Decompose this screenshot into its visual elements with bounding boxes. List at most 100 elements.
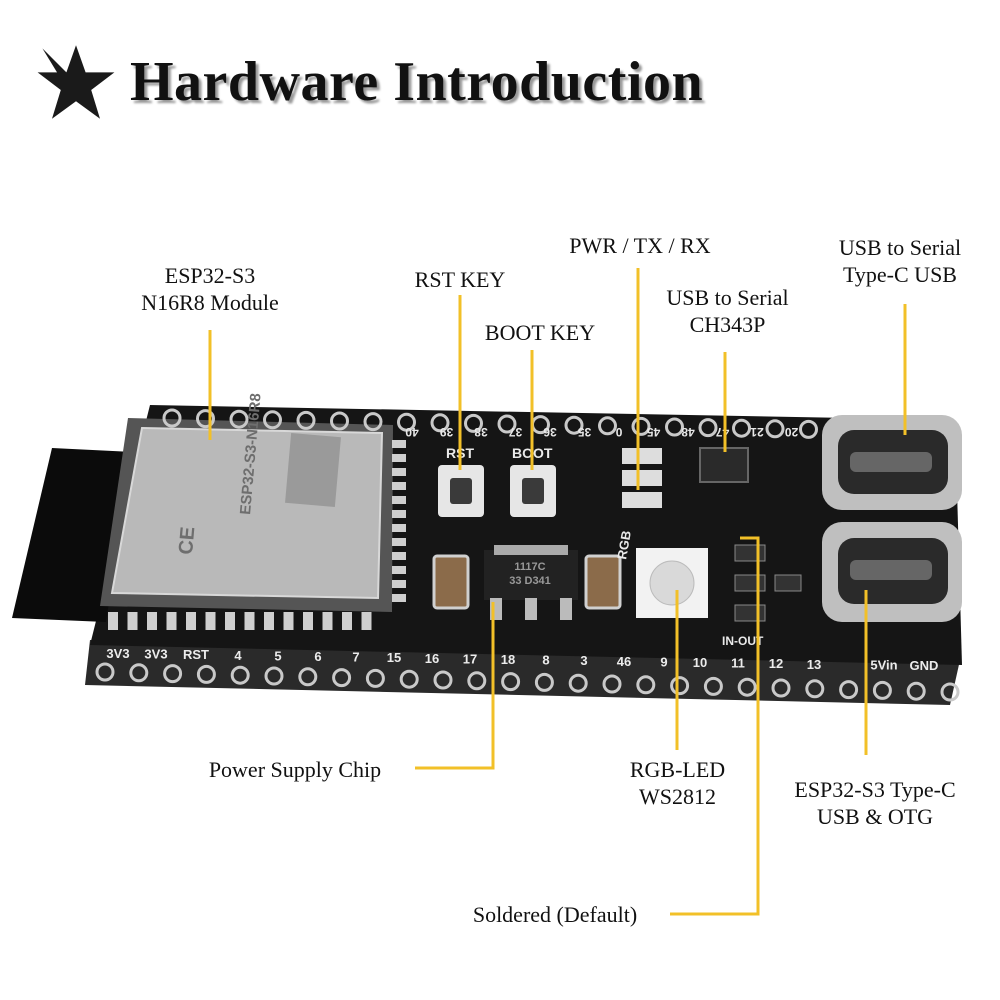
- top-pin-label: 47: [716, 425, 730, 439]
- top-pin-label: 48: [681, 425, 695, 439]
- header-pad: [670, 676, 690, 696]
- esp32-module: ESP32-S3-N16R8 CE: [100, 393, 393, 612]
- header-pad: [365, 668, 385, 688]
- module-pin: [392, 454, 406, 462]
- module-pin: [342, 612, 352, 630]
- top-pin-label: 38: [474, 425, 488, 439]
- header-pad: [940, 682, 960, 702]
- header-pad: [196, 409, 215, 429]
- label-soldered: Soldered (Default): [472, 902, 638, 927]
- module-pin: [225, 612, 235, 630]
- header-pad: [399, 669, 419, 689]
- bottom-pin-label: 15: [387, 650, 401, 665]
- bottom-pin-label: 46: [617, 654, 631, 669]
- header-pad: [799, 419, 818, 439]
- header-pad: [497, 414, 517, 434]
- rgb-silkscreen: RGB: [614, 529, 634, 560]
- header-pad: [230, 665, 250, 685]
- qr-code: [285, 432, 341, 508]
- module-pin: [392, 594, 406, 602]
- module-pin: [186, 612, 196, 630]
- header-pad: [732, 418, 751, 438]
- top-pin-label: 36: [543, 425, 557, 439]
- module-pin: [392, 440, 406, 448]
- bottom-pin-label: 9: [660, 654, 667, 669]
- module-pin: [392, 496, 406, 504]
- header-pad: [464, 413, 483, 433]
- antenna: [12, 448, 132, 622]
- power-supply-chip: 1117C 33 D341: [484, 545, 578, 620]
- top-pin-label: 39: [440, 425, 454, 439]
- rgb-led: [636, 548, 708, 618]
- module-pin: [264, 612, 274, 630]
- header-pad: [296, 410, 316, 430]
- bottom-pin-label: 16: [425, 651, 439, 666]
- status-leds: [622, 448, 662, 508]
- header-pad: [430, 413, 450, 433]
- module-pin: [392, 552, 406, 560]
- leader-lines: [208, 268, 907, 916]
- capacitor-right: [584, 554, 622, 610]
- header-pad: [737, 677, 757, 697]
- leader-power: [415, 602, 495, 770]
- boot-button[interactable]: [510, 465, 556, 517]
- header-pad: [568, 673, 588, 693]
- module-pin: [392, 524, 406, 532]
- bottom-pin-label: 3V3: [106, 646, 129, 661]
- bottom-pin-label: GND: [910, 658, 939, 673]
- header-pad: [332, 668, 352, 688]
- header-pad: [264, 666, 284, 686]
- otg-port[interactable]: [822, 522, 962, 622]
- star-icon: [37, 45, 115, 119]
- rst-button[interactable]: [438, 465, 484, 517]
- ch343p-chip: [699, 447, 749, 483]
- header-pad: [631, 416, 651, 436]
- ce-mark: CE: [175, 526, 199, 556]
- bottom-pin-label: 11: [731, 656, 745, 671]
- bottom-pin-label: 13: [807, 657, 821, 672]
- leader-soldered: [670, 536, 760, 916]
- top-pin-label: 35: [578, 425, 592, 439]
- bottom-pin-label: 3V3: [144, 647, 167, 662]
- module-pin: [361, 612, 372, 630]
- top-pin-label: 45: [647, 425, 661, 439]
- regulator-print-1: 1117C: [514, 561, 545, 573]
- module-pin: [127, 612, 138, 630]
- bottom-pin-label: 6: [314, 649, 321, 664]
- header-pad: [598, 416, 617, 436]
- header-pad: [906, 681, 926, 701]
- header-pad: [698, 418, 718, 438]
- module-pin: [392, 468, 406, 476]
- header-pad: [95, 662, 115, 682]
- inout-silkscreen: IN-OUT: [722, 634, 764, 648]
- bottom-pin-label: 12: [769, 656, 783, 671]
- header-pad: [162, 408, 182, 428]
- label-boot-key: BOOT KEY: [484, 320, 596, 345]
- top-pin-label: 37: [509, 425, 523, 439]
- bottom-header-pads: [95, 662, 960, 702]
- capacitor-left: [432, 554, 470, 610]
- label-rst-key: RST KEY: [414, 267, 506, 292]
- header-pad: [534, 672, 554, 692]
- bottom-pin-label: 8: [542, 653, 549, 668]
- usb-serial-port[interactable]: [822, 415, 962, 510]
- header-pad: [602, 674, 622, 694]
- module-pin: [392, 538, 406, 546]
- page-title: Hardware Introduction: [130, 51, 704, 113]
- module-pin: [283, 612, 294, 630]
- header-pad: [129, 663, 149, 683]
- bottom-pin-label: 17: [463, 651, 477, 666]
- header-pad: [636, 675, 656, 695]
- top-pin-label: 21: [750, 425, 764, 439]
- header-pad: [196, 664, 216, 684]
- bottom-pin-label: 7: [352, 650, 359, 665]
- header-pad: [330, 411, 349, 431]
- module-side-pins: [108, 440, 406, 630]
- header-pad: [229, 409, 249, 429]
